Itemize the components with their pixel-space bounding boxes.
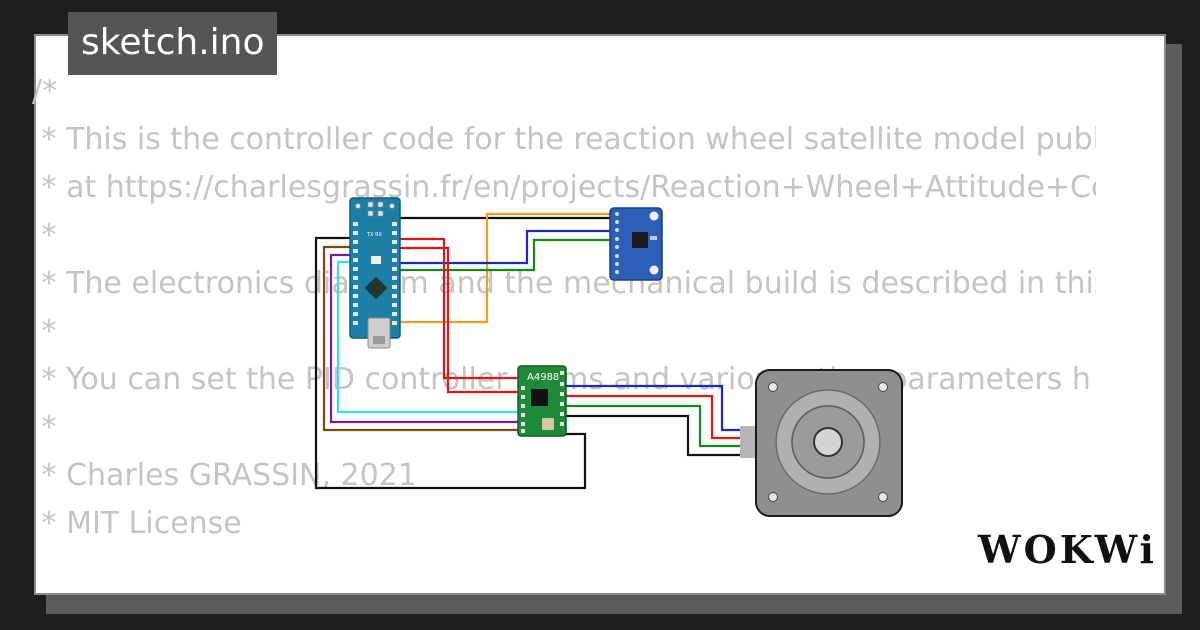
file-title-tab[interactable]: sketch.ino — [68, 12, 278, 75]
wire-black-loop — [314, 236, 587, 490]
code-line: * — [32, 314, 57, 349]
wokwi-logo: WOKWi — [978, 527, 1157, 572]
code-line: */ — [32, 548, 1096, 558]
wire-red-1 — [400, 237, 520, 380]
wire-motor-red — [565, 394, 758, 440]
code-line: * MIT License — [32, 506, 242, 541]
wire-purple — [329, 253, 520, 424]
wires — [314, 212, 758, 490]
wire-brown — [322, 245, 520, 432]
wire-motor-green — [565, 404, 758, 448]
driver-label: A4988 — [527, 372, 559, 383]
wire-blue — [400, 229, 612, 265]
code-line: /* — [32, 74, 58, 109]
arduino-nano[interactable]: TX RX — [349, 197, 401, 349]
code-line: * This is the controller code for the re… — [32, 122, 1096, 157]
wire-motor-blue — [565, 384, 758, 432]
stepper-motor[interactable] — [740, 369, 903, 517]
wire-motor-black — [565, 414, 758, 457]
mpu6050-sensor[interactable] — [609, 207, 663, 281]
code-line: * — [32, 218, 57, 253]
wire-cyan — [336, 260, 520, 414]
code-line: * at https://charlesgrassin.fr/en/projec… — [32, 170, 1096, 205]
wire-red-2 — [400, 246, 520, 394]
wire-green — [400, 238, 612, 272]
a4988-driver[interactable]: A4988 — [517, 365, 567, 437]
code-line: * — [32, 410, 57, 445]
nano-label: TX RX — [366, 232, 383, 238]
code-preview-panel — [34, 34, 1166, 595]
